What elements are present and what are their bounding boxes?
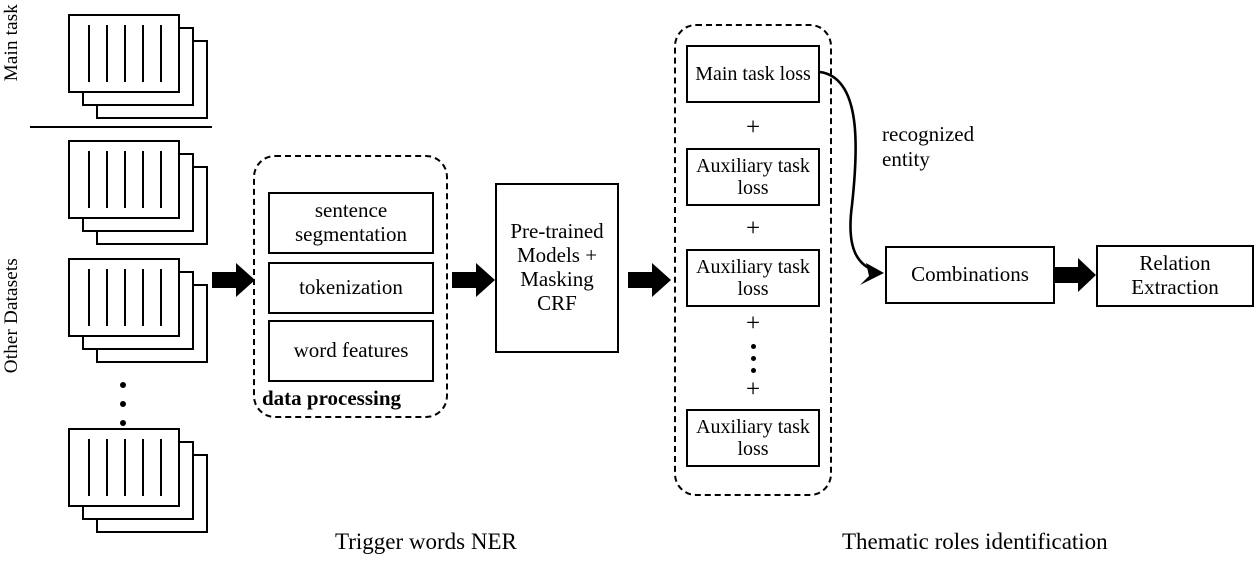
card-rule bbox=[88, 269, 90, 326]
card-rule bbox=[124, 269, 126, 326]
card-rule bbox=[106, 269, 108, 326]
card-rule bbox=[142, 151, 144, 208]
caption-trigger-words-ner: Trigger words NER bbox=[335, 529, 517, 554]
curved-arrow-head-icon bbox=[860, 263, 884, 285]
card-rule bbox=[106, 151, 108, 208]
dataset-stack-icon-1 bbox=[68, 14, 208, 119]
card-rule bbox=[124, 151, 126, 208]
loss-box-auxiliary-2: Auxiliary task loss bbox=[686, 249, 820, 307]
card-rule bbox=[142, 269, 144, 326]
card-rule bbox=[160, 269, 162, 326]
dataset-stack-icon-2 bbox=[68, 140, 208, 245]
loss-box-auxiliary-3: Auxiliary task loss bbox=[686, 409, 820, 467]
card-rule bbox=[142, 25, 144, 82]
data-processing-container bbox=[253, 155, 448, 418]
model-box-pretrained-masking-crf: Pre-trained Models + Masking CRF bbox=[495, 183, 619, 353]
dataset-stack-icon-4 bbox=[68, 428, 208, 533]
block-arrow-right-icon-2 bbox=[452, 262, 496, 298]
dataset-card-front bbox=[68, 140, 180, 219]
label-other-datasets: Other Datasets bbox=[1, 258, 22, 374]
dataset-card-front bbox=[68, 258, 180, 337]
step-box-word-features: word features bbox=[268, 320, 434, 382]
dataset-card-front bbox=[68, 428, 180, 507]
card-rule bbox=[88, 25, 90, 82]
vertical-ellipsis-icon-datasets bbox=[113, 382, 133, 439]
step-box-sentence-segmentation: sentence segmentation bbox=[268, 192, 434, 254]
step-box-tokenization: tokenization bbox=[268, 262, 434, 314]
block-arrow-right-icon-4 bbox=[1055, 257, 1097, 293]
loss-plus-operator-1: + bbox=[745, 114, 761, 141]
caption-thematic-roles-identification: Thematic roles identification bbox=[842, 529, 1108, 554]
combinations-box: Combinations bbox=[885, 246, 1055, 304]
card-rule bbox=[160, 151, 162, 208]
dataset-stack-icon-3 bbox=[68, 258, 208, 363]
card-rule bbox=[88, 439, 90, 496]
dataset-card-front bbox=[68, 14, 180, 93]
label-main-task: Main task bbox=[1, 4, 22, 82]
edge-label-recognized-entity: recognized entity bbox=[882, 122, 975, 172]
card-rule bbox=[88, 151, 90, 208]
card-rule bbox=[106, 439, 108, 496]
card-rule bbox=[160, 439, 162, 496]
vertical-ellipsis-icon-loss bbox=[686, 344, 820, 380]
loss-plus-operator-2: + bbox=[745, 215, 761, 242]
loss-box-auxiliary-1: Auxiliary task loss bbox=[686, 148, 820, 206]
main-other-divider bbox=[30, 126, 212, 128]
card-rule bbox=[160, 25, 162, 82]
loss-box-main-task: Main task loss bbox=[686, 45, 820, 103]
card-rule bbox=[106, 25, 108, 82]
loss-plus-operator-3: + bbox=[745, 310, 761, 337]
card-rule bbox=[142, 439, 144, 496]
block-arrow-right-icon-1 bbox=[212, 262, 256, 298]
relation-extraction-box: Relation Extraction bbox=[1096, 245, 1254, 307]
loss-plus-operator-4: + bbox=[745, 376, 761, 403]
card-rule bbox=[124, 25, 126, 82]
block-arrow-right-icon-3 bbox=[628, 262, 672, 298]
data-processing-title: data processing bbox=[262, 386, 402, 410]
card-rule bbox=[124, 439, 126, 496]
